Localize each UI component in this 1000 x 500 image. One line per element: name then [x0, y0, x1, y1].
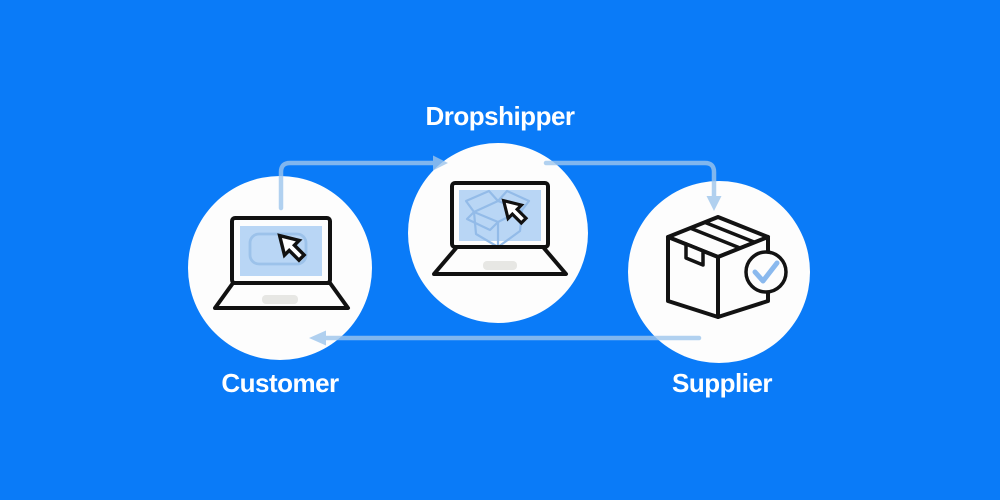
- cursor-icon: [277, 233, 307, 263]
- supplier-label: Supplier: [671, 368, 773, 398]
- dropshipper-label: Dropshipper: [425, 101, 575, 131]
- customer-label: Customer: [221, 368, 339, 398]
- check-badge: [744, 250, 788, 294]
- cursor-icon: [501, 198, 529, 226]
- arrowhead-down-icon: [706, 196, 722, 211]
- flow-arrows: [278, 155, 722, 346]
- touchpad: [483, 261, 517, 270]
- arrow-dropshipper-to-supplier: [543, 160, 722, 211]
- tape-lines: [689, 220, 755, 250]
- customer-laptop-icon: [213, 216, 350, 310]
- arrowhead-left-icon: [309, 330, 326, 346]
- supplier-box-icon: [666, 215, 788, 319]
- arrow-customer-to-dropshipper: [278, 155, 448, 211]
- arrow-supplier-to-customer: [309, 330, 702, 346]
- dropshipper-laptop-icon: [432, 181, 568, 276]
- tape-flap: [684, 242, 705, 267]
- touchpad: [262, 295, 298, 304]
- laptop-base: [432, 245, 568, 276]
- arrowhead-right-icon: [433, 155, 448, 171]
- checkmark-icon: [752, 260, 780, 284]
